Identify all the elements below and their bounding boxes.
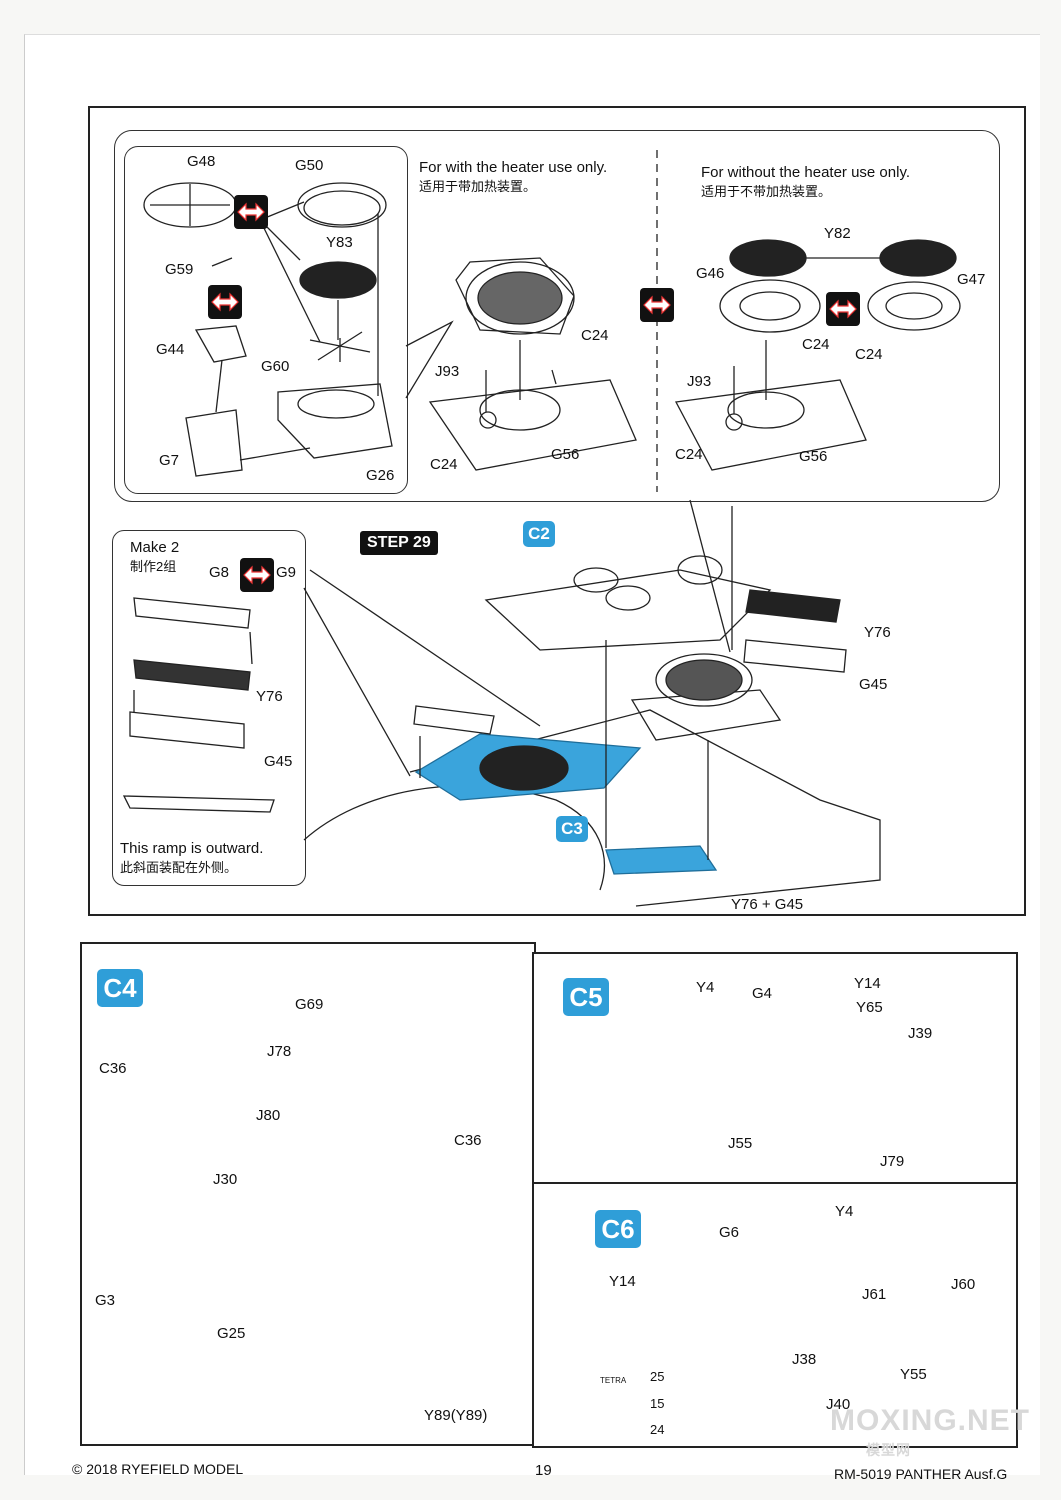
- part-label: Y65: [856, 999, 883, 1016]
- part-label: G56: [799, 448, 828, 465]
- part-g50-shape: [297, 182, 387, 228]
- part-label: G46: [696, 265, 725, 282]
- part-label: J79: [880, 1153, 905, 1170]
- footer-copyright: © 2018 RYEFIELD MODEL: [72, 1461, 244, 1477]
- swap-arrow-icon-1: [234, 195, 268, 229]
- step-label: STEP 29: [360, 531, 438, 555]
- part-label: Y55: [900, 1366, 927, 1383]
- part-label: G44: [156, 341, 185, 358]
- part-label: G60: [261, 358, 290, 375]
- paint-ref: 25: [650, 1369, 665, 1384]
- part-label: G59: [165, 261, 194, 278]
- paint-ref: 15: [650, 1396, 665, 1411]
- part-label: Y76 + G45: [731, 896, 804, 913]
- part-label: G45: [264, 753, 293, 770]
- part-label: Y83: [326, 234, 353, 251]
- part-label: G25: [217, 1325, 246, 1342]
- part-label: G7: [159, 452, 180, 469]
- part-label: J60: [951, 1276, 976, 1293]
- swap-arrow-icon-3: [640, 288, 674, 322]
- part-label: G4: [752, 985, 773, 1002]
- part-label: J93: [687, 373, 712, 390]
- part-label: Y14: [609, 1273, 636, 1290]
- swap-arrow-icon-2: [208, 285, 242, 319]
- part-label: G9: [276, 564, 297, 581]
- part-label: G47: [957, 271, 986, 288]
- part-y83-shape: [299, 261, 377, 299]
- part-label: Y4: [835, 1203, 854, 1220]
- part-label: J93: [435, 363, 460, 380]
- watermark-sub: 模型网: [866, 1442, 911, 1458]
- option-with-heater: For with the heater use only. 适用于带加热装置。: [419, 159, 608, 194]
- part-label: Y14: [854, 975, 881, 992]
- part-label: G6: [719, 1224, 740, 1241]
- section-tag-c6: C6: [595, 1210, 641, 1248]
- part-label: Y4: [696, 979, 715, 996]
- part-label: J55: [728, 1135, 753, 1152]
- part-label: J30: [213, 1171, 238, 1188]
- option-without-heater: For without the heater use only. 适用于不带加热…: [701, 164, 911, 199]
- watermark: MOXING.NET: [830, 1404, 1031, 1437]
- part-label: J40: [826, 1396, 851, 1413]
- part-label: Y76: [864, 624, 891, 641]
- part-label: Y76: [256, 688, 283, 705]
- part-label: C24: [581, 327, 609, 344]
- swap-arrow-icon-4: [826, 292, 860, 326]
- assembly-tag-c2: C2: [523, 521, 555, 547]
- footer-model: RM-5019 PANTHER Ausf.G: [834, 1466, 1008, 1482]
- part-label: G45: [859, 676, 888, 693]
- part-label: Y82: [824, 225, 851, 242]
- part-label: G3: [95, 1292, 116, 1309]
- tube-label: TETRA: [600, 1376, 627, 1385]
- part-label: C24: [802, 336, 830, 353]
- section-tag-c5: C5: [563, 978, 609, 1016]
- ramp-note: This ramp is outward. 此斜面装配在外侧。: [120, 840, 264, 875]
- part-label: J61: [862, 1286, 887, 1303]
- part-label: G26: [366, 467, 395, 484]
- part-label: C36: [454, 1132, 482, 1149]
- make2-title: Make 2 制作2组: [130, 539, 180, 574]
- part-label: J39: [908, 1025, 933, 1042]
- paint-ref: 24: [650, 1422, 665, 1437]
- part-label: J38: [792, 1351, 817, 1368]
- section-tag-c4: C4: [97, 969, 143, 1007]
- page-number: 19: [535, 1462, 552, 1479]
- c5-frame: [532, 952, 1018, 1186]
- swap-arrow-icon-5: [240, 558, 274, 592]
- part-label: G56: [551, 446, 580, 463]
- part-label: C24: [855, 346, 883, 363]
- part-label: J78: [267, 1043, 292, 1060]
- part-label: G69: [295, 996, 324, 1013]
- c4-frame: [80, 942, 536, 1446]
- part-label: G48: [187, 153, 216, 170]
- part-label: G8: [209, 564, 230, 581]
- inset-label: Y89(Y89): [424, 1407, 488, 1424]
- part-label: G50: [295, 157, 324, 174]
- part-label: C24: [675, 446, 703, 463]
- assembly-tag-c3: C3: [556, 816, 588, 842]
- part-label: C36: [99, 1060, 127, 1077]
- part-label: C24: [430, 456, 458, 473]
- part-label: J80: [256, 1107, 281, 1124]
